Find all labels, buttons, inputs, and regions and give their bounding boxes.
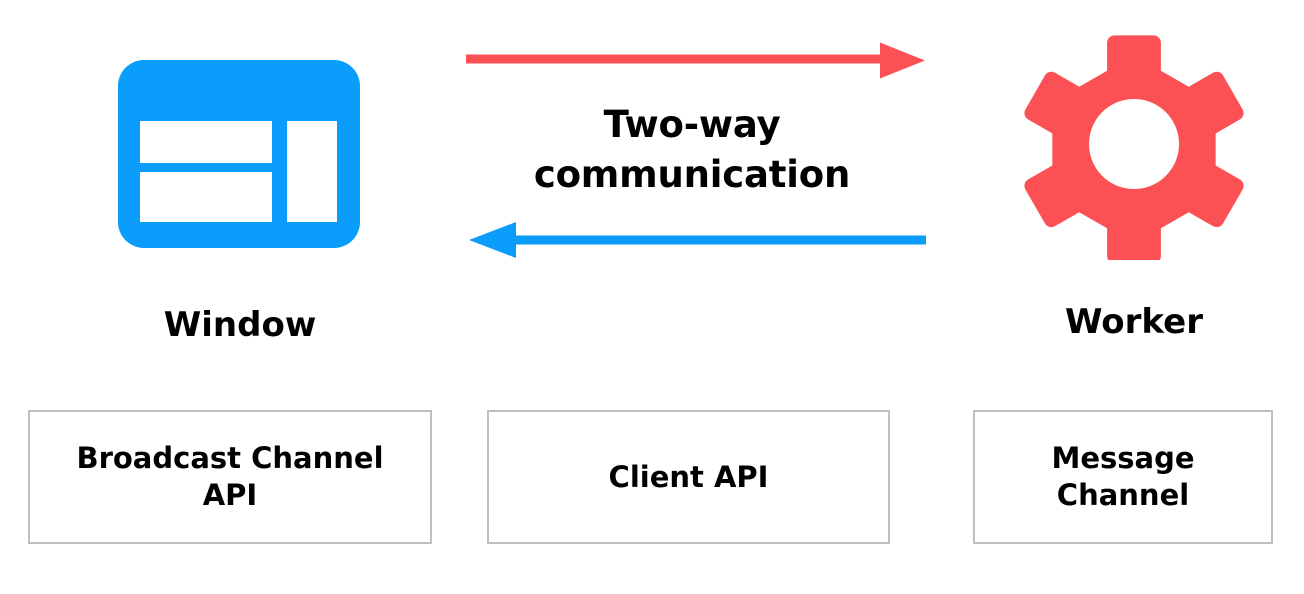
caption-line-2: communication: [533, 153, 851, 197]
node-label-window: Window: [163, 305, 317, 345]
api-box-line-2: Channel: [1056, 478, 1190, 512]
api-box-line-1: Broadcast Channel: [76, 441, 384, 476]
connection-caption: Two-way communication: [452, 100, 932, 201]
arrow-worker-to-window: [466, 220, 930, 262]
api-box-broadcast-channel-api[interactable]: Broadcast Channel API: [28, 410, 432, 544]
window-pane-bottom-left: [140, 172, 272, 222]
caption-line-1: Two-way: [603, 103, 781, 146]
api-box-client-api-text: Client API: [609, 459, 769, 496]
window-pane-right: [287, 121, 337, 222]
browser-window-icon: [118, 60, 360, 248]
api-box-line-1: Message: [1051, 441, 1195, 476]
api-box-client-api[interactable]: Client API: [487, 410, 890, 544]
api-box-message-channel[interactable]: Message Channel: [973, 410, 1273, 544]
api-box-line-2: API: [202, 478, 258, 512]
node-label-worker: Worker: [1065, 302, 1203, 342]
arrow-window-to-worker: [466, 40, 930, 82]
window-pane-top-left: [140, 121, 272, 163]
gear-icon: [1018, 28, 1250, 260]
api-box-message-channel-text: Message Channel: [1051, 440, 1194, 513]
api-box-broadcast-channel-api-text: Broadcast Channel API: [76, 440, 383, 513]
api-box-line-1: Client API: [608, 459, 769, 494]
